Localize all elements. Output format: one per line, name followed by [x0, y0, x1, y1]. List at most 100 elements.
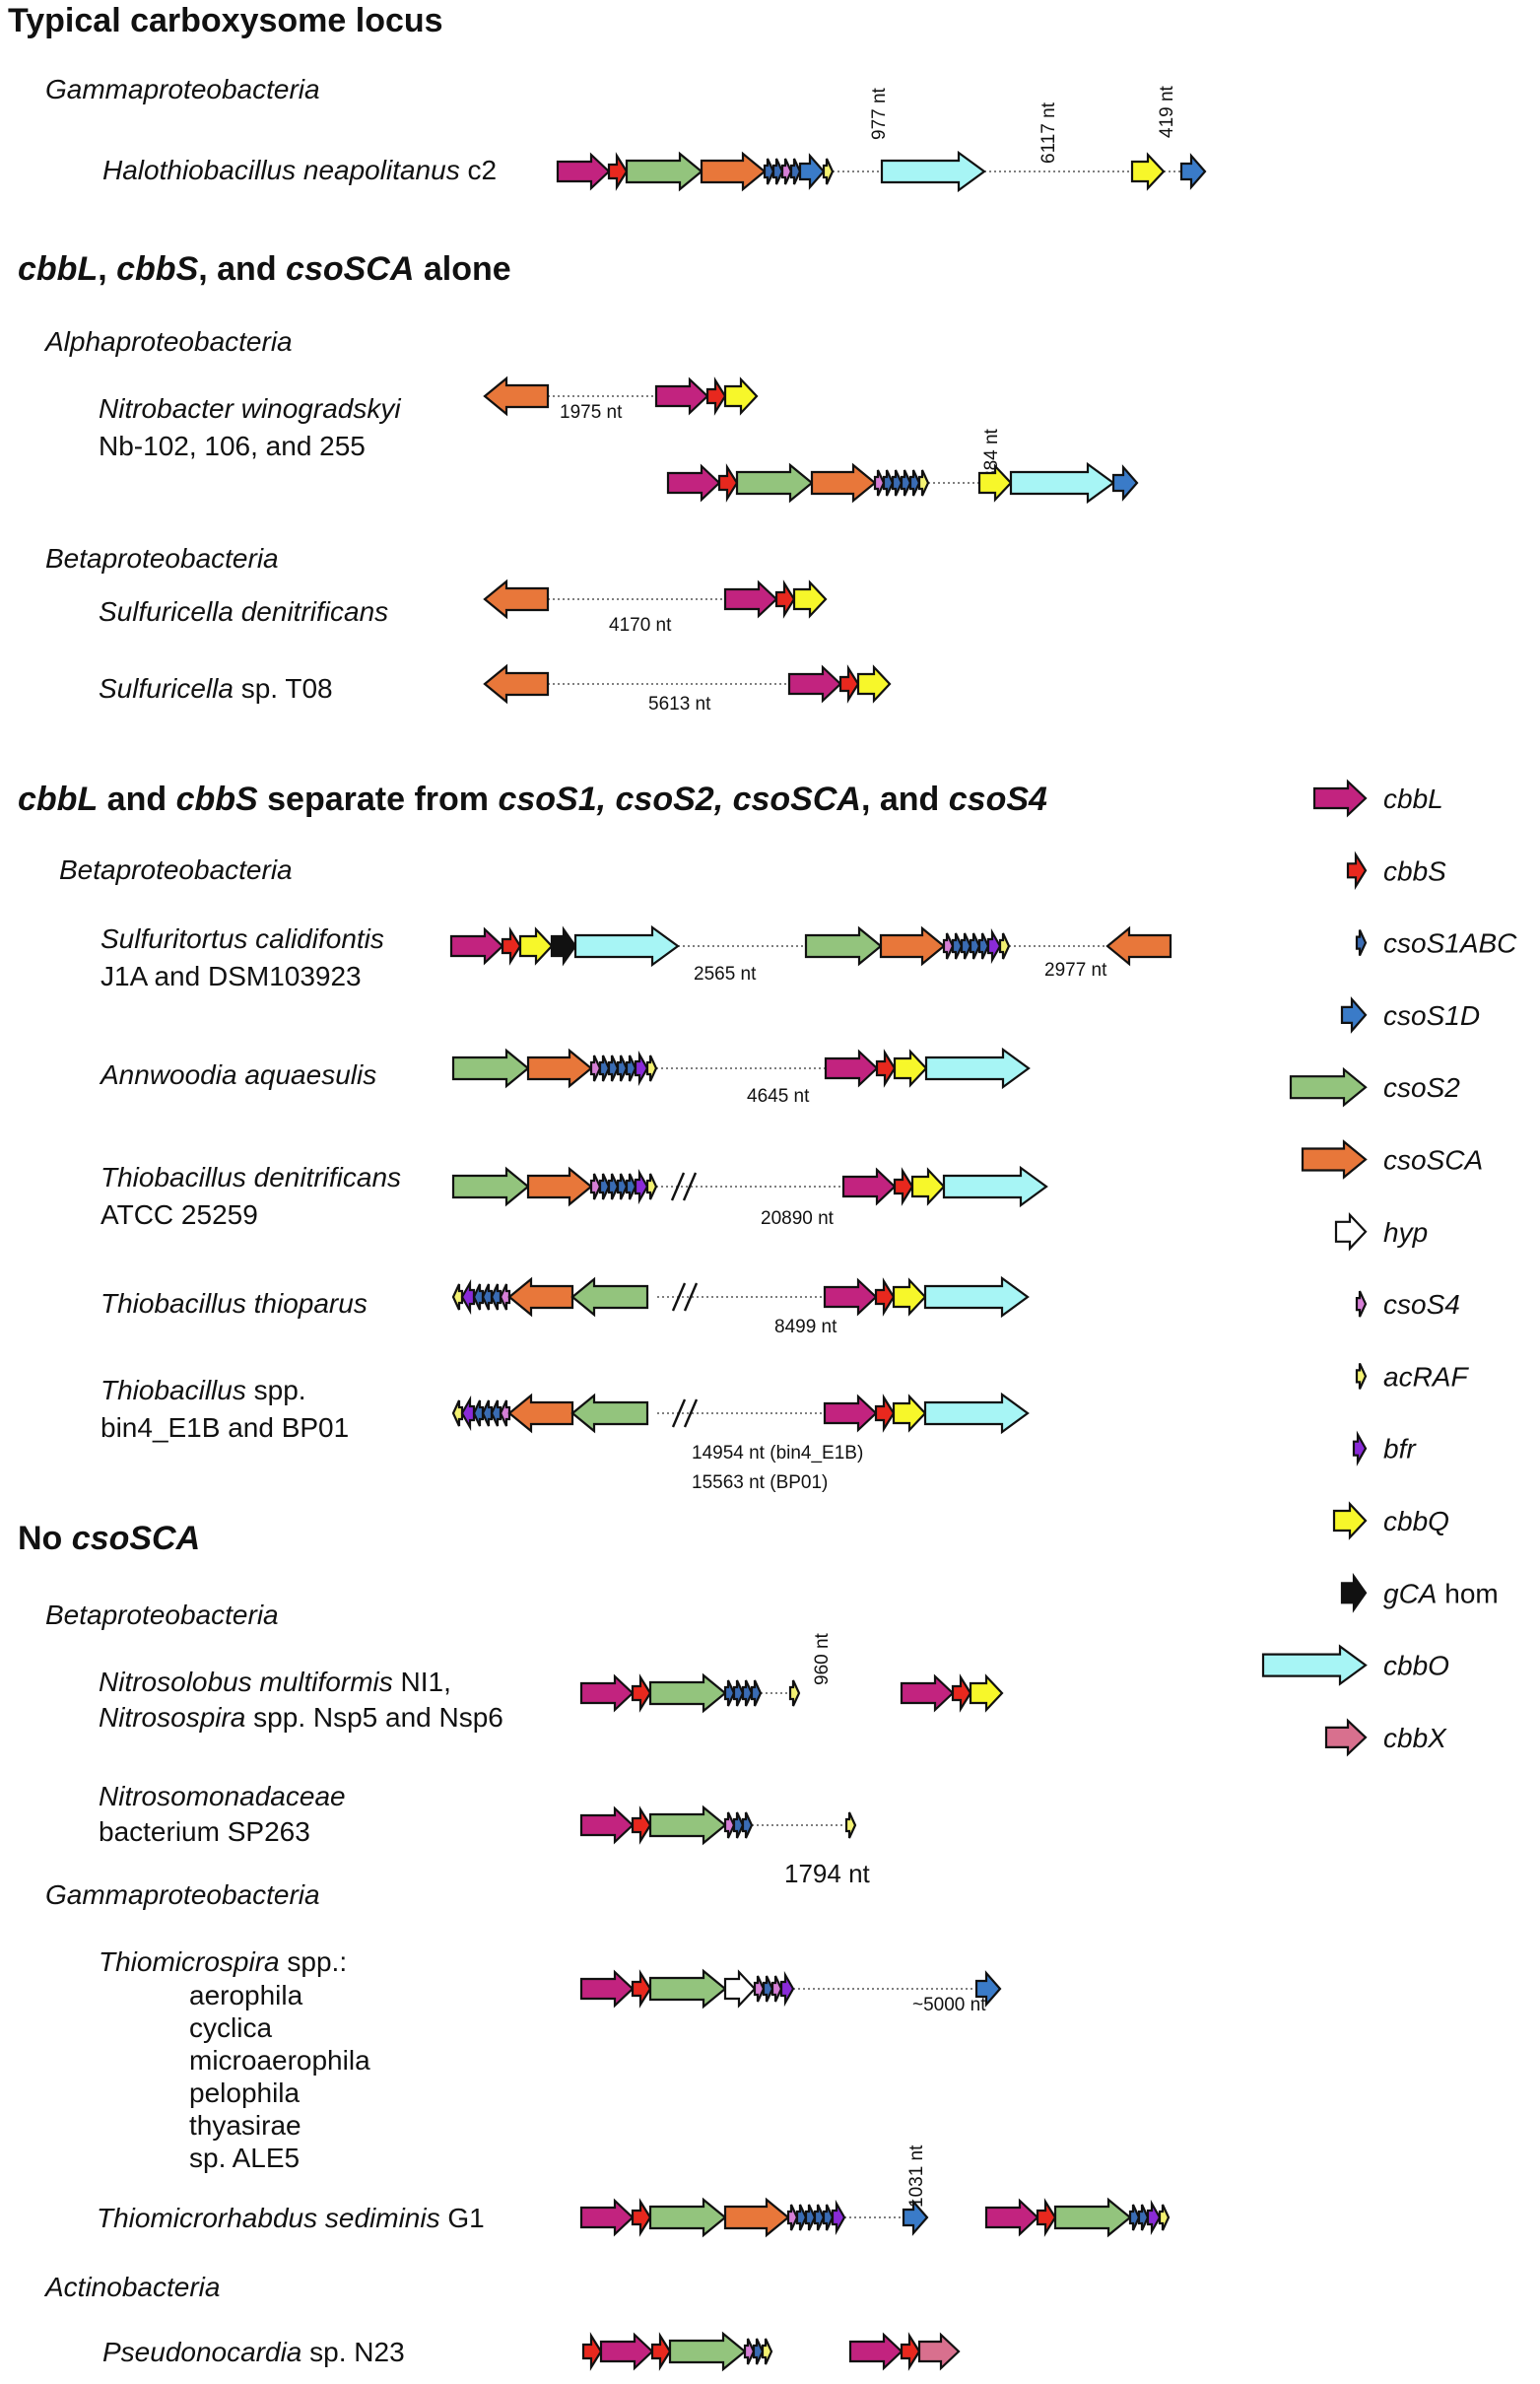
gene-cbbS	[705, 376, 727, 416]
gene-cbbL	[787, 664, 842, 704]
legend: cbbLcbbScsoS1ABCcsoS1DcsoS2csoSCAhypcsoS…	[1261, 779, 1517, 1757]
gene-csoS1ABC	[490, 1283, 502, 1311]
gene-csoS2	[648, 1968, 727, 2009]
gene-cbbL	[449, 926, 504, 966]
gene-cbbL	[848, 2332, 904, 2371]
gene-csoS1D	[902, 2199, 929, 2236]
gene-bfr	[634, 1050, 649, 1087]
species-name: cyclica	[189, 2012, 272, 2043]
species-list: aerophilacyclicamicroaerophilapelophilat…	[189, 1980, 370, 2173]
gene-csoS1ABC	[813, 2204, 826, 2231]
gene-csoS4	[589, 1055, 602, 1082]
section-title-no-csosca: No csoSCA	[18, 1520, 200, 1557]
gene-cbbS	[717, 463, 739, 503]
gene-csoS1ABC	[607, 1173, 620, 1200]
gene-cbbQ	[893, 1049, 928, 1088]
gene-cbbQ	[856, 664, 892, 704]
gene-cbbO	[924, 1047, 1031, 1090]
gene-csoS1ABC	[752, 2338, 765, 2365]
species-name: aerophila	[189, 1980, 303, 2010]
gene-csoS1ABC	[977, 932, 990, 960]
gene-csoSCA	[700, 151, 767, 192]
gene-csoS4	[786, 2204, 799, 2231]
gap-label: 6117 nt	[1038, 102, 1059, 164]
gene-cbbS	[874, 1277, 896, 1317]
intergenic-lines	[548, 170, 1181, 2218]
gene-csoS1ABC	[900, 469, 912, 497]
gene-csoS1ABC	[789, 158, 802, 185]
gene-csoS4	[770, 1975, 783, 2003]
legend-label: bfr	[1383, 1434, 1417, 1464]
gene-csoS4	[873, 469, 886, 497]
gene-hyp	[723, 1969, 757, 2009]
organism-label: Pseudonocardia sp. N23	[102, 2337, 405, 2367]
section-title-separate: cbbL and cbbS separate from csoS1, csoS2…	[18, 781, 1047, 818]
gene-csoS1ABC	[616, 1055, 629, 1082]
break-mark	[683, 1398, 699, 1428]
gene-acRAF	[451, 1399, 464, 1427]
gene-cbbQ	[977, 463, 1013, 503]
legend-swatch-csoS4	[1355, 1290, 1368, 1318]
gene-csoSCA	[879, 925, 946, 967]
gene-csoS1D	[1111, 464, 1139, 502]
gap-label: 977 nt	[869, 87, 890, 140]
gene-cbbS	[875, 1049, 897, 1088]
gene-csoS1ABC	[1137, 2204, 1150, 2231]
break-mark	[683, 1282, 699, 1312]
gene-csoS4	[743, 2338, 756, 2365]
gap-label: 4645 nt	[747, 1086, 810, 1107]
gene-csoS2	[570, 1393, 649, 1434]
legend-label: acRAF	[1383, 1361, 1469, 1392]
gene-cbbL	[579, 1969, 635, 2009]
gene-bfr	[779, 1970, 795, 2008]
break-mark	[682, 1172, 698, 1201]
legend-swatch-gCA	[1340, 1572, 1368, 1613]
gap-label: 1794 nt	[784, 1859, 871, 1888]
gene-csoS1ABC	[598, 1173, 611, 1200]
gene-cbbL	[599, 2332, 654, 2371]
legend-swatch-bfr	[1352, 1430, 1368, 1466]
gene-csoS1ABC	[951, 932, 964, 960]
gene-cbbQ	[1130, 152, 1166, 191]
legend-label: cbbQ	[1383, 1506, 1449, 1536]
gene-csoSCA	[483, 375, 550, 417]
organism-label: Nitrosospira spp. Nsp5 and Nsp6	[99, 1702, 503, 1733]
gene-csoS2	[570, 1276, 649, 1318]
legend-swatch-cbbS	[1346, 851, 1368, 891]
gene-csoS2	[648, 2197, 727, 2238]
gene-acRAF	[844, 1811, 857, 1839]
gene-csoS1ABC	[616, 1173, 629, 1200]
gene-acRAF	[822, 158, 835, 185]
gene-cbbL	[984, 2198, 1039, 2237]
gene-csoS1ABC	[741, 1679, 754, 1707]
taxon-label: Alphaproteobacteria	[43, 326, 293, 357]
break-mark	[671, 1282, 687, 1312]
organism-label: Nitrosomonadaceae	[99, 1781, 346, 1811]
gene-acRAF	[451, 1283, 464, 1311]
legend-label: cbbS	[1383, 855, 1446, 886]
gap-label: 1031 nt	[906, 2145, 927, 2208]
gene-arrows	[449, 150, 1207, 2372]
legend-label: csoS2	[1383, 1072, 1460, 1103]
gene-acRAF	[998, 932, 1011, 960]
gene-bfr	[634, 1168, 649, 1205]
gene-csoSCA	[483, 663, 550, 705]
gene-cbbS	[1036, 2198, 1057, 2237]
gene-cbbS	[501, 926, 522, 966]
gene-cbbO	[880, 150, 986, 193]
section-title-typical: Typical carboxysome locus	[8, 2, 443, 39]
organism-label: bin4_E1B and BP01	[100, 1412, 349, 1443]
section-title-alone: cbbL, cbbS, and csoSCA alone	[18, 250, 511, 288]
legend-swatch-csoS1D	[1340, 995, 1368, 1034]
gene-cbbL	[654, 376, 709, 416]
gene-csoS1ABC	[804, 2204, 817, 2231]
species-name: sp. ALE5	[189, 2143, 300, 2173]
organism-label: Annwoodia aquaesulis	[99, 1059, 376, 1090]
gene-cbbL	[666, 463, 721, 503]
gene-csoS1ABC	[822, 2204, 835, 2231]
gene-csoS1D	[1179, 153, 1207, 190]
gene-cbbO	[923, 1275, 1030, 1319]
legend-swatch-cbbQ	[1332, 1501, 1368, 1540]
gene-csoS1ABC	[472, 1283, 485, 1311]
gene-csoS4	[499, 1283, 511, 1311]
